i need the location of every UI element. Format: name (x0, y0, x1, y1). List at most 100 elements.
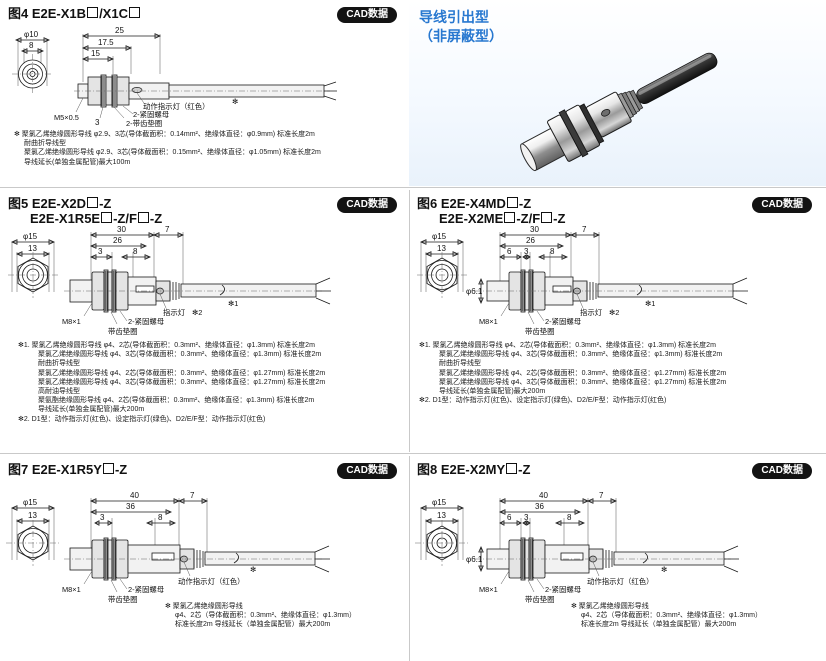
fig8-notes: ✻ 聚氯乙烯绝缘圆形导线 φ4、2芯（导体截面积：0.3mm²、绝缘体直径：φ1… (571, 602, 762, 630)
fig8-model-a: E2E-X2MY (440, 462, 506, 477)
fig6-drawing: φ15 13 (409, 225, 826, 341)
fig7-label-indicator: 动作指示灯（红色） (178, 577, 245, 586)
fig7-label-nut: 2-紧固螺母 (128, 585, 164, 594)
fig5-side-view: 30 7 26 3 8 (62, 225, 331, 336)
fig6-model2-c: -Z (553, 211, 566, 226)
fig6-model-b: -Z (518, 196, 532, 211)
fig5-label-nut: 2-紧固螺母 (128, 317, 164, 326)
fig6-dim-outer: φ15 (432, 232, 447, 241)
fig5-model-a: E2E-X2D (31, 196, 87, 211)
panel-product-photo: 导线引出型 （非屏蔽型） (409, 0, 826, 186)
fig5-dim-tail: 7 (165, 225, 170, 234)
fig6-dim-total: 30 (530, 225, 539, 234)
photo-heading-line1: 导线引出型 (419, 9, 489, 25)
horizontal-divider-2 (0, 453, 826, 454)
horizontal-divider-1 (0, 187, 826, 188)
fig6-note-4: 聚氯乙烯绝缘圆形导线 φ4、3芯(导体截面积：0.3mm²、绝缘体直径：φ1.2… (439, 378, 727, 386)
fig8-heading: 图8 E2E-X2MY-Z (417, 462, 530, 477)
fig6-number: 图6 (417, 196, 438, 211)
vertical-divider-row2 (409, 190, 410, 452)
fig7-dim-mid: 36 (126, 502, 135, 511)
fig8-dim-mid: 36 (535, 502, 544, 511)
fig6-note-0: ✻1. 聚氯乙烯绝缘圆形导线 φ4、2芯(导体截面积：0.3mm²、绝缘体直径：… (419, 342, 716, 349)
fig4-dim-total: 25 (115, 26, 124, 35)
fig5-heading: 图5 E2E-X2D-Z E2E-X1R5E-Z/F-Z (8, 196, 162, 226)
fig6-note-2: 耐曲折导线型 (439, 360, 481, 368)
fig6-label-indicator: 指示灯 (580, 308, 603, 317)
row-figures-5-6: 图5 E2E-X2D-Z E2E-X1R5E-Z/F-Z CAD数据 φ15 (0, 190, 826, 452)
fig6-model2-a: E2E-X2ME (439, 211, 504, 226)
fig7-front-view: φ15 13 (6, 498, 60, 566)
fig6-label-thread: M8×1 (479, 317, 498, 326)
fig4-cad-badge[interactable]: CAD数据 (337, 7, 397, 23)
fig4-label-washer: 2-带齿垫圈 (126, 119, 162, 128)
fig5-note-8: ✻2. D1型：动作指示灯(红色)、设定指示灯(绿色)、D2/E/F型：动作指示… (18, 415, 266, 423)
fig4-label-nut: 2-紧固螺母 (133, 110, 169, 119)
fig8-dim-tip: φ6.1 (466, 555, 483, 564)
fig5-notes: ✻1. 聚氯乙烯绝缘圆形导线 φ4、2芯(导体截面积：0.3mm²、绝缘体直径：… (18, 341, 325, 424)
fig5-front-view: φ15 13 (8, 232, 58, 298)
placeholder-square-icon (137, 212, 149, 223)
fig4-note-2: 聚氯乙烯绝缘圆形导线 φ2.9、3芯(导体截面积：0.15mm²、绝缘体直径：φ… (24, 149, 321, 157)
fig6-heading: 图6 E2E-X4MD-Z E2E-X2ME-Z/F-Z (417, 196, 565, 226)
fig8-drawing: φ15 13 (409, 490, 826, 650)
placeholder-square-icon (87, 197, 99, 208)
fig5-label-indicator-note: ✻2 (192, 308, 202, 317)
placeholder-square-icon (128, 7, 140, 18)
fig8-side-view: 40 7 36 6 3 (466, 491, 739, 604)
placeholder-square-icon (506, 463, 518, 474)
fig4-drawing: φ10 8 (0, 26, 409, 128)
fig8-cad-badge[interactable]: CAD数据 (752, 463, 812, 479)
product-photo (479, 38, 759, 178)
panel-fig5: 图5 E2E-X2D-Z E2E-X1R5E-Z/F-Z CAD数据 φ15 (0, 190, 409, 452)
fig4-label-indicator: 动作指示灯（红色） (143, 102, 210, 111)
fig4-side-view: 25 17.5 15 (54, 26, 337, 128)
panel-fig6: 图6 E2E-X4MD-Z E2E-X2ME-Z/F-Z CAD数据 φ15 (409, 190, 826, 452)
fig5-cad-badge[interactable]: CAD数据 (337, 197, 397, 213)
fig5-label-thread: M8×1 (62, 317, 81, 326)
fig6-cad-badge[interactable]: CAD数据 (752, 197, 812, 213)
fig8-dim-a: 3 (524, 513, 529, 522)
fig8-dim-tail: 7 (599, 491, 604, 500)
placeholder-square-icon (101, 212, 113, 223)
vertical-divider-row3 (409, 456, 410, 661)
fig4-model-a: E2E-X1B (31, 6, 87, 21)
fig6-note-1: 聚氯乙烯绝缘圆形导线 φ4、3芯(导体截面积：0.3mm²、绝缘体直径：φ1.3… (439, 351, 723, 359)
fig4-dim-thread: 15 (91, 49, 100, 58)
fig8-label-indicator: 动作指示灯（红色） (587, 577, 654, 586)
fig5-model-b: -Z (99, 196, 112, 211)
fig5-note-6: 聚氨酯绝缘圆形导线 φ4、2芯(导体截面积：0.3mm²、绝缘体直径：φ1.3m… (38, 397, 315, 405)
fig4-label-thread: M5×0.5 (54, 113, 79, 122)
fig6-model2-b: -Z/F (516, 211, 541, 226)
fig6-dim-inner: 13 (437, 244, 446, 253)
fig5-label-cable-note: ✻1 (228, 299, 238, 308)
fig7-heading: 图7 E2E-X1R5Y-Z (8, 462, 127, 477)
fig6-dim-tail: 7 (582, 225, 587, 234)
fig8-label-washer: 带齿垫圈 (525, 595, 555, 604)
fig5-note-7: 导线延长(单独金属配管)最大200m (38, 406, 145, 414)
fig5-drawing: φ15 13 (0, 225, 409, 341)
fig6-dim-tip: φ6.1 (466, 287, 483, 296)
fig5-model2-c: -Z (149, 211, 163, 226)
fig4-dim-small: 3 (95, 118, 100, 127)
fig6-note-5: 导线延长(单独金属配管)最大200m (439, 388, 546, 396)
fig7-notes-block: ✻ 聚氯乙烯绝缘圆形导线 φ4、2芯（导体截面积：0.3mm²、绝缘体直径：φ1… (165, 602, 356, 630)
fig7-cad-badge[interactable]: CAD数据 (337, 463, 397, 479)
placeholder-square-icon (506, 197, 518, 208)
fig8-dim-b: 8 (567, 513, 572, 522)
fig6-front-view: φ15 13 (417, 232, 467, 298)
placeholder-square-icon (541, 212, 553, 223)
fig8-label-nut: 2-紧固螺母 (545, 585, 581, 594)
fig4-dim-inner: 8 (29, 41, 34, 50)
fig6-side-view: 30 7 26 6 3 (466, 225, 748, 336)
fig8-dim-outer: φ15 (432, 498, 447, 507)
fig7-dim-inner: 13 (28, 511, 37, 520)
fig7-note-2: 标准长度2m 导线延长（单独金属配管）最大200m (175, 621, 331, 629)
fig7-model-a: E2E-X1R5Y (31, 462, 102, 477)
fig6-model-a: E2E-X4MD (440, 196, 506, 211)
fig5-note-0: ✻1. 聚氯乙烯绝缘圆形导线 φ4、2芯(导体截面积：0.3mm²、绝缘体直径：… (18, 342, 315, 349)
fig5-dim-mid: 26 (113, 236, 122, 245)
fig7-dim-tail: 7 (190, 491, 195, 500)
fig6-label-washer: 带齿垫圈 (525, 327, 555, 336)
